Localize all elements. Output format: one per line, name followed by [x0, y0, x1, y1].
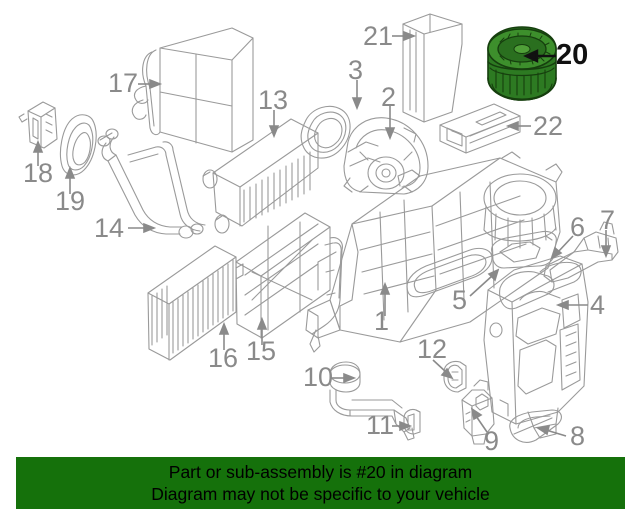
callout-label-18: 18 [23, 158, 54, 188]
part-info-banner: Part or sub-assembly is #20 in diagram D… [16, 457, 625, 509]
arrow-13 [268, 110, 280, 139]
arrow-2 [384, 106, 396, 141]
arrow-18 [32, 139, 44, 166]
callout-label-8: 8 [570, 421, 586, 451]
callout-label-10: 10 [303, 362, 334, 392]
part-15-evaporator-frame-bracket [235, 212, 343, 353]
part-18-expansion-valve [18, 101, 58, 149]
arrow-12 [432, 359, 454, 380]
arrow-11 [392, 420, 413, 432]
arrow-14 [128, 222, 157, 234]
part-14-coolant-pipe-assembly [97, 128, 206, 239]
arrow-21 [392, 30, 417, 42]
banner-line-1: Part or sub-assembly is #20 in diagram [168, 462, 473, 482]
callout-label-3: 3 [348, 55, 364, 85]
arrow-9 [470, 407, 488, 433]
callout-label-2: 2 [381, 82, 397, 112]
part-3-air-duct-seal-gasket [300, 105, 351, 159]
arrow-20-highlighted [523, 49, 556, 63]
arrow-7 [600, 230, 612, 259]
arrow-1 [379, 281, 391, 316]
callout-label-13: 13 [258, 85, 289, 115]
arrow-22 [505, 120, 531, 132]
callout-label-17: 17 [108, 68, 139, 98]
part-17-evaporator-panel [131, 27, 254, 153]
arrow-6 [550, 235, 574, 260]
banner-line-2: Diagram may not be specific to your vehi… [151, 484, 490, 504]
arrow-10 [330, 372, 357, 384]
callout-label-9: 9 [484, 426, 500, 456]
callout-label-20: 20 [556, 39, 589, 71]
arrow-19 [64, 165, 76, 194]
callout-label-21: 21 [363, 21, 394, 51]
callout-label-6: 6 [570, 212, 586, 242]
part-13-heater-core [202, 118, 319, 234]
part-16-evaporator-core-fins [147, 245, 244, 361]
callout-label-7: 7 [600, 205, 616, 235]
part-10-drain-hose-fitting [329, 361, 415, 441]
part-19-valve-seal-gasket [59, 114, 97, 176]
arrow-8 [535, 424, 567, 437]
callout-label-12: 12 [417, 334, 448, 364]
arrow-16 [218, 321, 230, 350]
callout-label-22: 22 [533, 111, 564, 141]
callout-label-5: 5 [452, 285, 468, 315]
callout-label-15: 15 [246, 336, 277, 366]
arrow-4 [555, 299, 588, 311]
callout-label-16: 16 [208, 343, 239, 373]
part-22-vent-grille-duct [439, 103, 521, 154]
part-20-blower-motor-fan-assembly [487, 26, 557, 101]
part-4-heater-case-lower [483, 255, 589, 439]
callout-label-1: 1 [374, 306, 390, 336]
callout-label-4: 4 [590, 290, 606, 320]
part-12-bushing-clip [443, 360, 467, 393]
part-9-servo-actuator-motor [461, 379, 495, 445]
callout-label-14: 14 [94, 213, 125, 243]
arrow-5 [469, 268, 500, 297]
callout-label-11: 11 [366, 410, 395, 440]
arrow-17 [138, 78, 163, 90]
part-21-cabin-air-filter [402, 13, 463, 123]
arrow-15 [256, 316, 268, 345]
arrow-3 [351, 80, 363, 111]
part-8-drain-tray-scoop [509, 409, 562, 443]
callout-label-19: 19 [55, 186, 86, 216]
